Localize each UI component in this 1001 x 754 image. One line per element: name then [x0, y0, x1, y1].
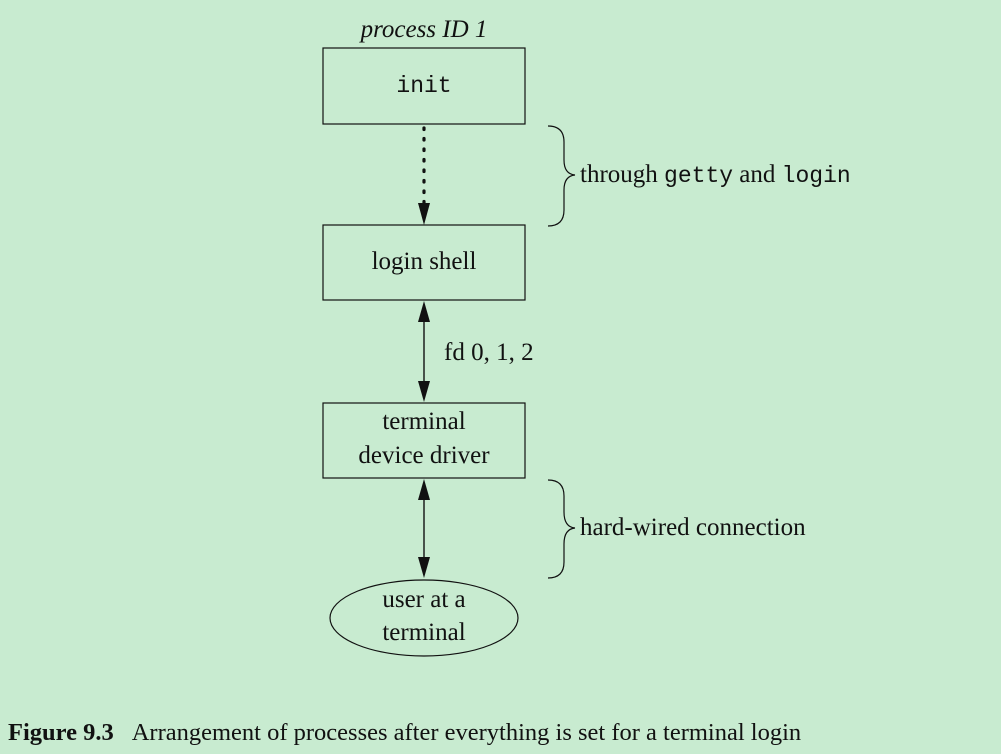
init-annotation: process ID 1 — [359, 16, 488, 43]
terminal-driver-line2: device driver — [358, 442, 490, 469]
login-shell-box — [322, 224, 526, 301]
figure-label: Figure 9.3 — [8, 719, 114, 746]
user-terminal-line2: terminal — [382, 619, 465, 646]
init-label: init — [396, 73, 451, 99]
user-terminal-line1: user at a — [382, 586, 465, 613]
process-diagram: process ID 1 init through getty and logi… — [322, 16, 851, 657]
figure-caption: Figure 9.3 Arrangement of processes after… — [8, 719, 801, 747]
user-terminal-ellipse — [329, 579, 519, 657]
terminal-driver-line1: terminal — [382, 408, 465, 435]
hardwired-arrowhead-down — [418, 557, 430, 578]
through-getty-login-label: through getty and login — [580, 161, 851, 189]
init-box — [322, 47, 526, 125]
hardwired-label: hard-wired connection — [580, 514, 806, 541]
fd-arrowhead-up — [418, 301, 430, 322]
dotted-arrowhead — [418, 203, 430, 225]
terminal-driver-box — [322, 402, 526, 479]
figure-caption-text: Arrangement of processes after everythin… — [131, 719, 802, 746]
login-shell-label: login shell — [372, 248, 477, 275]
hardwired-arrowhead-up — [418, 479, 430, 500]
fd-label: fd 0, 1, 2 — [444, 339, 534, 366]
brace-hardwired — [547, 479, 576, 579]
fd-arrowhead-down — [418, 381, 430, 402]
brace-getty-login — [547, 125, 576, 227]
